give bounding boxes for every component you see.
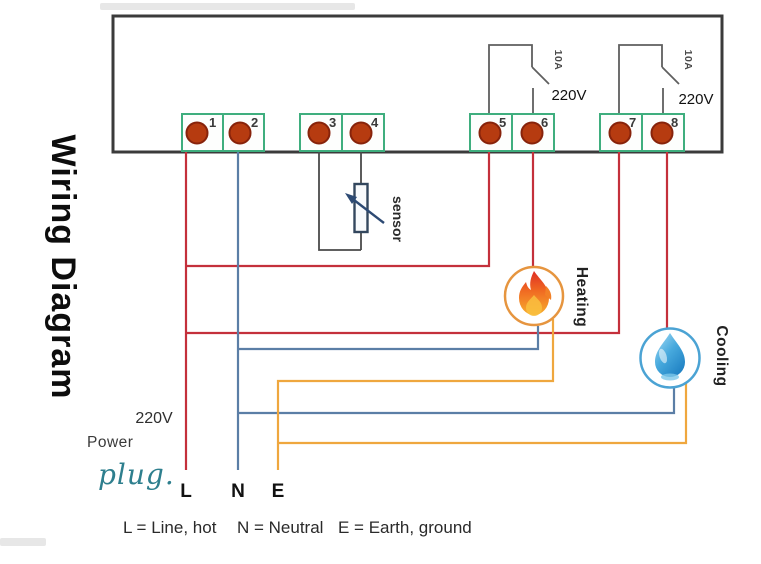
legend-earth: E = Earth, ground <box>338 518 472 537</box>
scan-artifact <box>100 3 355 10</box>
terminal-screw-icon <box>478 121 502 145</box>
terminal-number: 2 <box>251 115 258 130</box>
terminal-screw-icon <box>307 121 331 145</box>
sensor-symbol-icon <box>345 182 385 234</box>
legend-line: L = Line, hot <box>123 518 217 537</box>
power-voltage-label: 220V <box>135 410 173 427</box>
terminal-number: 5 <box>499 115 506 130</box>
terminal-screw-icon <box>185 121 209 145</box>
terminal-screws <box>185 121 674 145</box>
terminal-number: 1 <box>209 115 216 130</box>
flame-icon <box>519 271 552 316</box>
terminal-number: 8 <box>671 115 678 130</box>
relay-switch-heating <box>488 44 550 114</box>
earth-wires <box>276 319 688 470</box>
terminal-screw-icon <box>608 121 632 145</box>
heating-label: Heating <box>573 267 590 327</box>
relay-rating-label: 10A <box>552 50 564 71</box>
terminal-number: 7 <box>629 115 636 130</box>
water-drop-icon <box>655 333 685 381</box>
terminal-numbers: 1 2 3 4 5 6 7 8 <box>209 115 678 130</box>
wire-label-n: N <box>231 481 245 502</box>
wire-label-l: L <box>180 481 192 502</box>
neutral-wires <box>236 151 676 470</box>
terminal-screw-icon <box>349 121 373 145</box>
terminal-number: 3 <box>329 115 336 130</box>
scan-artifact <box>0 538 46 546</box>
power-label: Power <box>87 434 133 451</box>
terminal-screw-icon <box>520 121 544 145</box>
relay-voltage-label: 220V <box>678 91 713 108</box>
plug-label: plug. <box>98 458 175 491</box>
terminal-screw-icon <box>650 121 674 145</box>
page-title: Wiring Diagram <box>44 135 82 400</box>
terminal-number: 6 <box>541 115 548 130</box>
cooling-icon <box>639 327 701 389</box>
relay-switch-cooling <box>618 44 680 114</box>
terminal-number: 4 <box>371 115 379 130</box>
legend-neutral: N = Neutral <box>237 518 323 537</box>
cooling-label: Cooling <box>713 325 730 386</box>
sensor-wires <box>318 151 362 251</box>
terminal-screw-icon <box>228 121 252 145</box>
line-wires <box>184 151 669 470</box>
wire-label-e: E <box>272 481 285 502</box>
heating-icon <box>503 265 565 327</box>
relay-rating-label: 10A <box>682 50 694 71</box>
sensor-label: sensor <box>390 196 406 242</box>
relay-voltage-label: 220V <box>551 87 586 104</box>
